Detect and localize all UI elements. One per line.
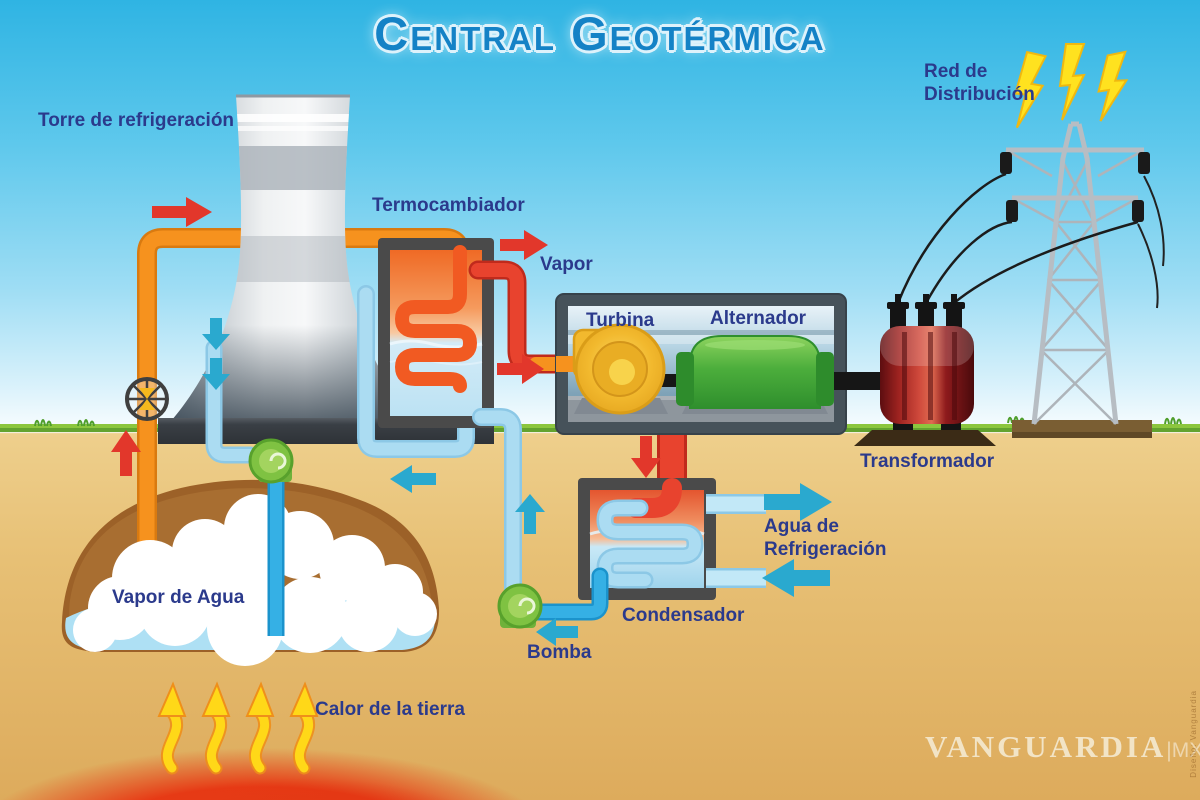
label-condenser: Condensador [622, 605, 745, 626]
exchanger-coil [394, 245, 478, 393]
label-cooling-water: Agua de Refrigeración [764, 516, 887, 560]
power-lines [896, 172, 1139, 304]
diagram-title: Central Geotérmica [374, 7, 826, 60]
label-steam: Vapor [540, 254, 593, 275]
label-transformer: Transformador [860, 451, 995, 472]
label-cooling-tower: Torre de refrigeración [38, 110, 235, 131]
distribution-tower [1000, 121, 1165, 438]
condenser [578, 478, 766, 600]
watermark: VANGUARDIA|MX [925, 729, 1200, 765]
label-alternator: Alternador [710, 308, 807, 329]
cooling-water-pipes [706, 496, 766, 586]
insulators [1000, 152, 1150, 222]
label-heat-exchanger: Termocambiador [372, 195, 525, 216]
turbine [572, 323, 666, 415]
watermark-brand: VANGUARDIA [925, 729, 1167, 764]
vertical-credit: Diseño: Vanguardia [1189, 690, 1198, 778]
label-pump: Bomba [527, 642, 592, 663]
alternator [676, 335, 834, 409]
transformer [854, 172, 1139, 446]
condenser-inlet [626, 478, 682, 518]
condenser-coil [598, 502, 702, 586]
pump-injection [248, 438, 294, 484]
label-earth-heat: Calor de la tierra [315, 699, 465, 720]
earth-heat-arrows [157, 681, 319, 775]
pipe-condensate-return [472, 408, 609, 621]
turbine-house [555, 293, 847, 435]
flow-arrows-red [111, 197, 661, 478]
watermark-suffix: |MX [1166, 739, 1200, 762]
lightning-icons [1014, 43, 1129, 129]
label-turbine: Turbina [586, 310, 655, 331]
valve-icon [125, 377, 169, 421]
pipe-cooling-loop [205, 285, 475, 464]
label-water-vapor: Vapor de Agua [112, 587, 245, 608]
power-lines-right [1137, 175, 1165, 309]
label-distribution-network: Red de Distribución [924, 61, 1035, 105]
shaft-to-transformer [834, 372, 890, 390]
pump-bomba [497, 583, 543, 629]
flow-arrows-teal [202, 318, 832, 646]
